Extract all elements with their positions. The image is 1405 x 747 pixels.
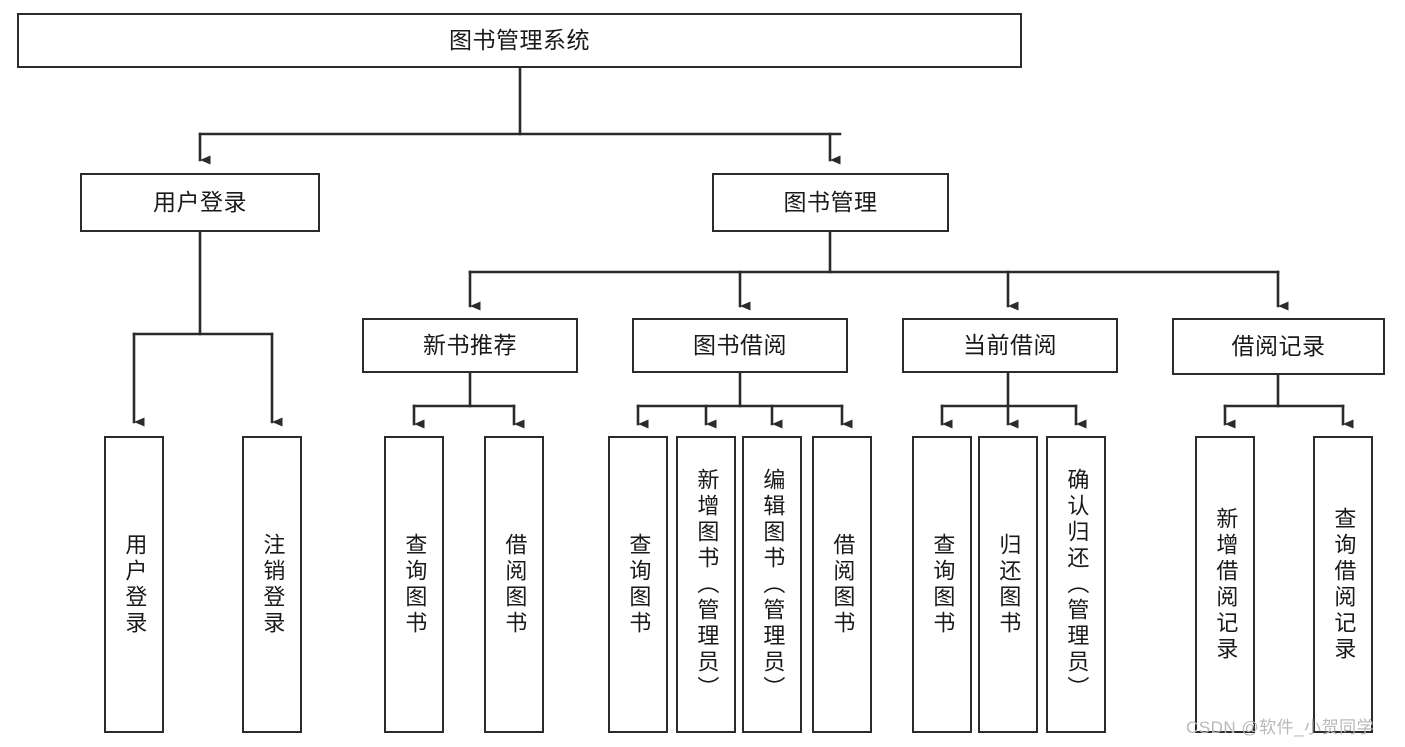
node-label: 编辑图书（管理员） — [760, 467, 786, 702]
node-current-borrow[interactable]: 当前借阅 — [902, 318, 1118, 373]
node-leaf-add-book-admin[interactable]: 新增图书（管理员） — [676, 436, 736, 733]
node-leaf-add-borrow-record[interactable]: 新增借阅记录 — [1195, 436, 1255, 733]
node-leaf-logout[interactable]: 注销登录 — [242, 436, 302, 733]
node-label: 确认归还（管理员） — [1064, 467, 1090, 702]
node-leaf-user-login[interactable]: 用户登录 — [104, 436, 164, 733]
node-label: 新书推荐 — [423, 332, 517, 358]
node-label: 借阅图书 — [502, 532, 528, 637]
node-leaf-borrow-book[interactable]: 借阅图书 — [812, 436, 872, 733]
node-user-login[interactable]: 用户登录 — [80, 173, 320, 232]
node-label: 新增图书（管理员） — [694, 467, 720, 702]
node-leaf-edit-book-admin[interactable]: 编辑图书（管理员） — [742, 436, 802, 733]
node-label: 注销登录 — [260, 532, 286, 637]
node-leaf-confirm-return-admin[interactable]: 确认归还（管理员） — [1046, 436, 1106, 733]
node-label: 借阅记录 — [1231, 333, 1326, 359]
node-leaf-query-borrow-record[interactable]: 查询借阅记录 — [1313, 436, 1373, 733]
node-label: 用户登录 — [153, 189, 247, 215]
watermark: CSDN @软件_小贺同学 — [1186, 718, 1375, 737]
node-new-book-recommend[interactable]: 新书推荐 — [362, 318, 578, 373]
node-label: 图书借阅 — [693, 332, 787, 358]
node-leaf-query-book-borrow[interactable]: 查询图书 — [608, 436, 668, 733]
node-label: 当前借阅 — [963, 332, 1057, 358]
node-leaf-borrow-book-recommend[interactable]: 借阅图书 — [484, 436, 544, 733]
node-leaf-query-book-current[interactable]: 查询图书 — [912, 436, 972, 733]
node-label: 查询借阅记录 — [1331, 506, 1357, 663]
node-label: 借阅图书 — [830, 532, 856, 637]
node-leaf-query-book-recommend[interactable]: 查询图书 — [384, 436, 444, 733]
node-label: 查询图书 — [402, 532, 428, 637]
node-book-borrow[interactable]: 图书借阅 — [632, 318, 848, 373]
node-book-management[interactable]: 图书管理 — [712, 173, 949, 232]
node-label: 归还图书 — [996, 532, 1022, 637]
node-leaf-return-book[interactable]: 归还图书 — [978, 436, 1038, 733]
node-label: 查询图书 — [930, 532, 956, 637]
node-label: 新增借阅记录 — [1213, 506, 1239, 663]
node-label: 图书管理 — [783, 189, 878, 215]
node-borrow-record[interactable]: 借阅记录 — [1172, 318, 1385, 375]
node-root-book-management-system[interactable]: 图书管理系统 — [17, 13, 1022, 68]
node-label: 图书管理系统 — [449, 27, 590, 53]
node-label: 查询图书 — [626, 532, 652, 637]
node-label: 用户登录 — [122, 532, 148, 637]
